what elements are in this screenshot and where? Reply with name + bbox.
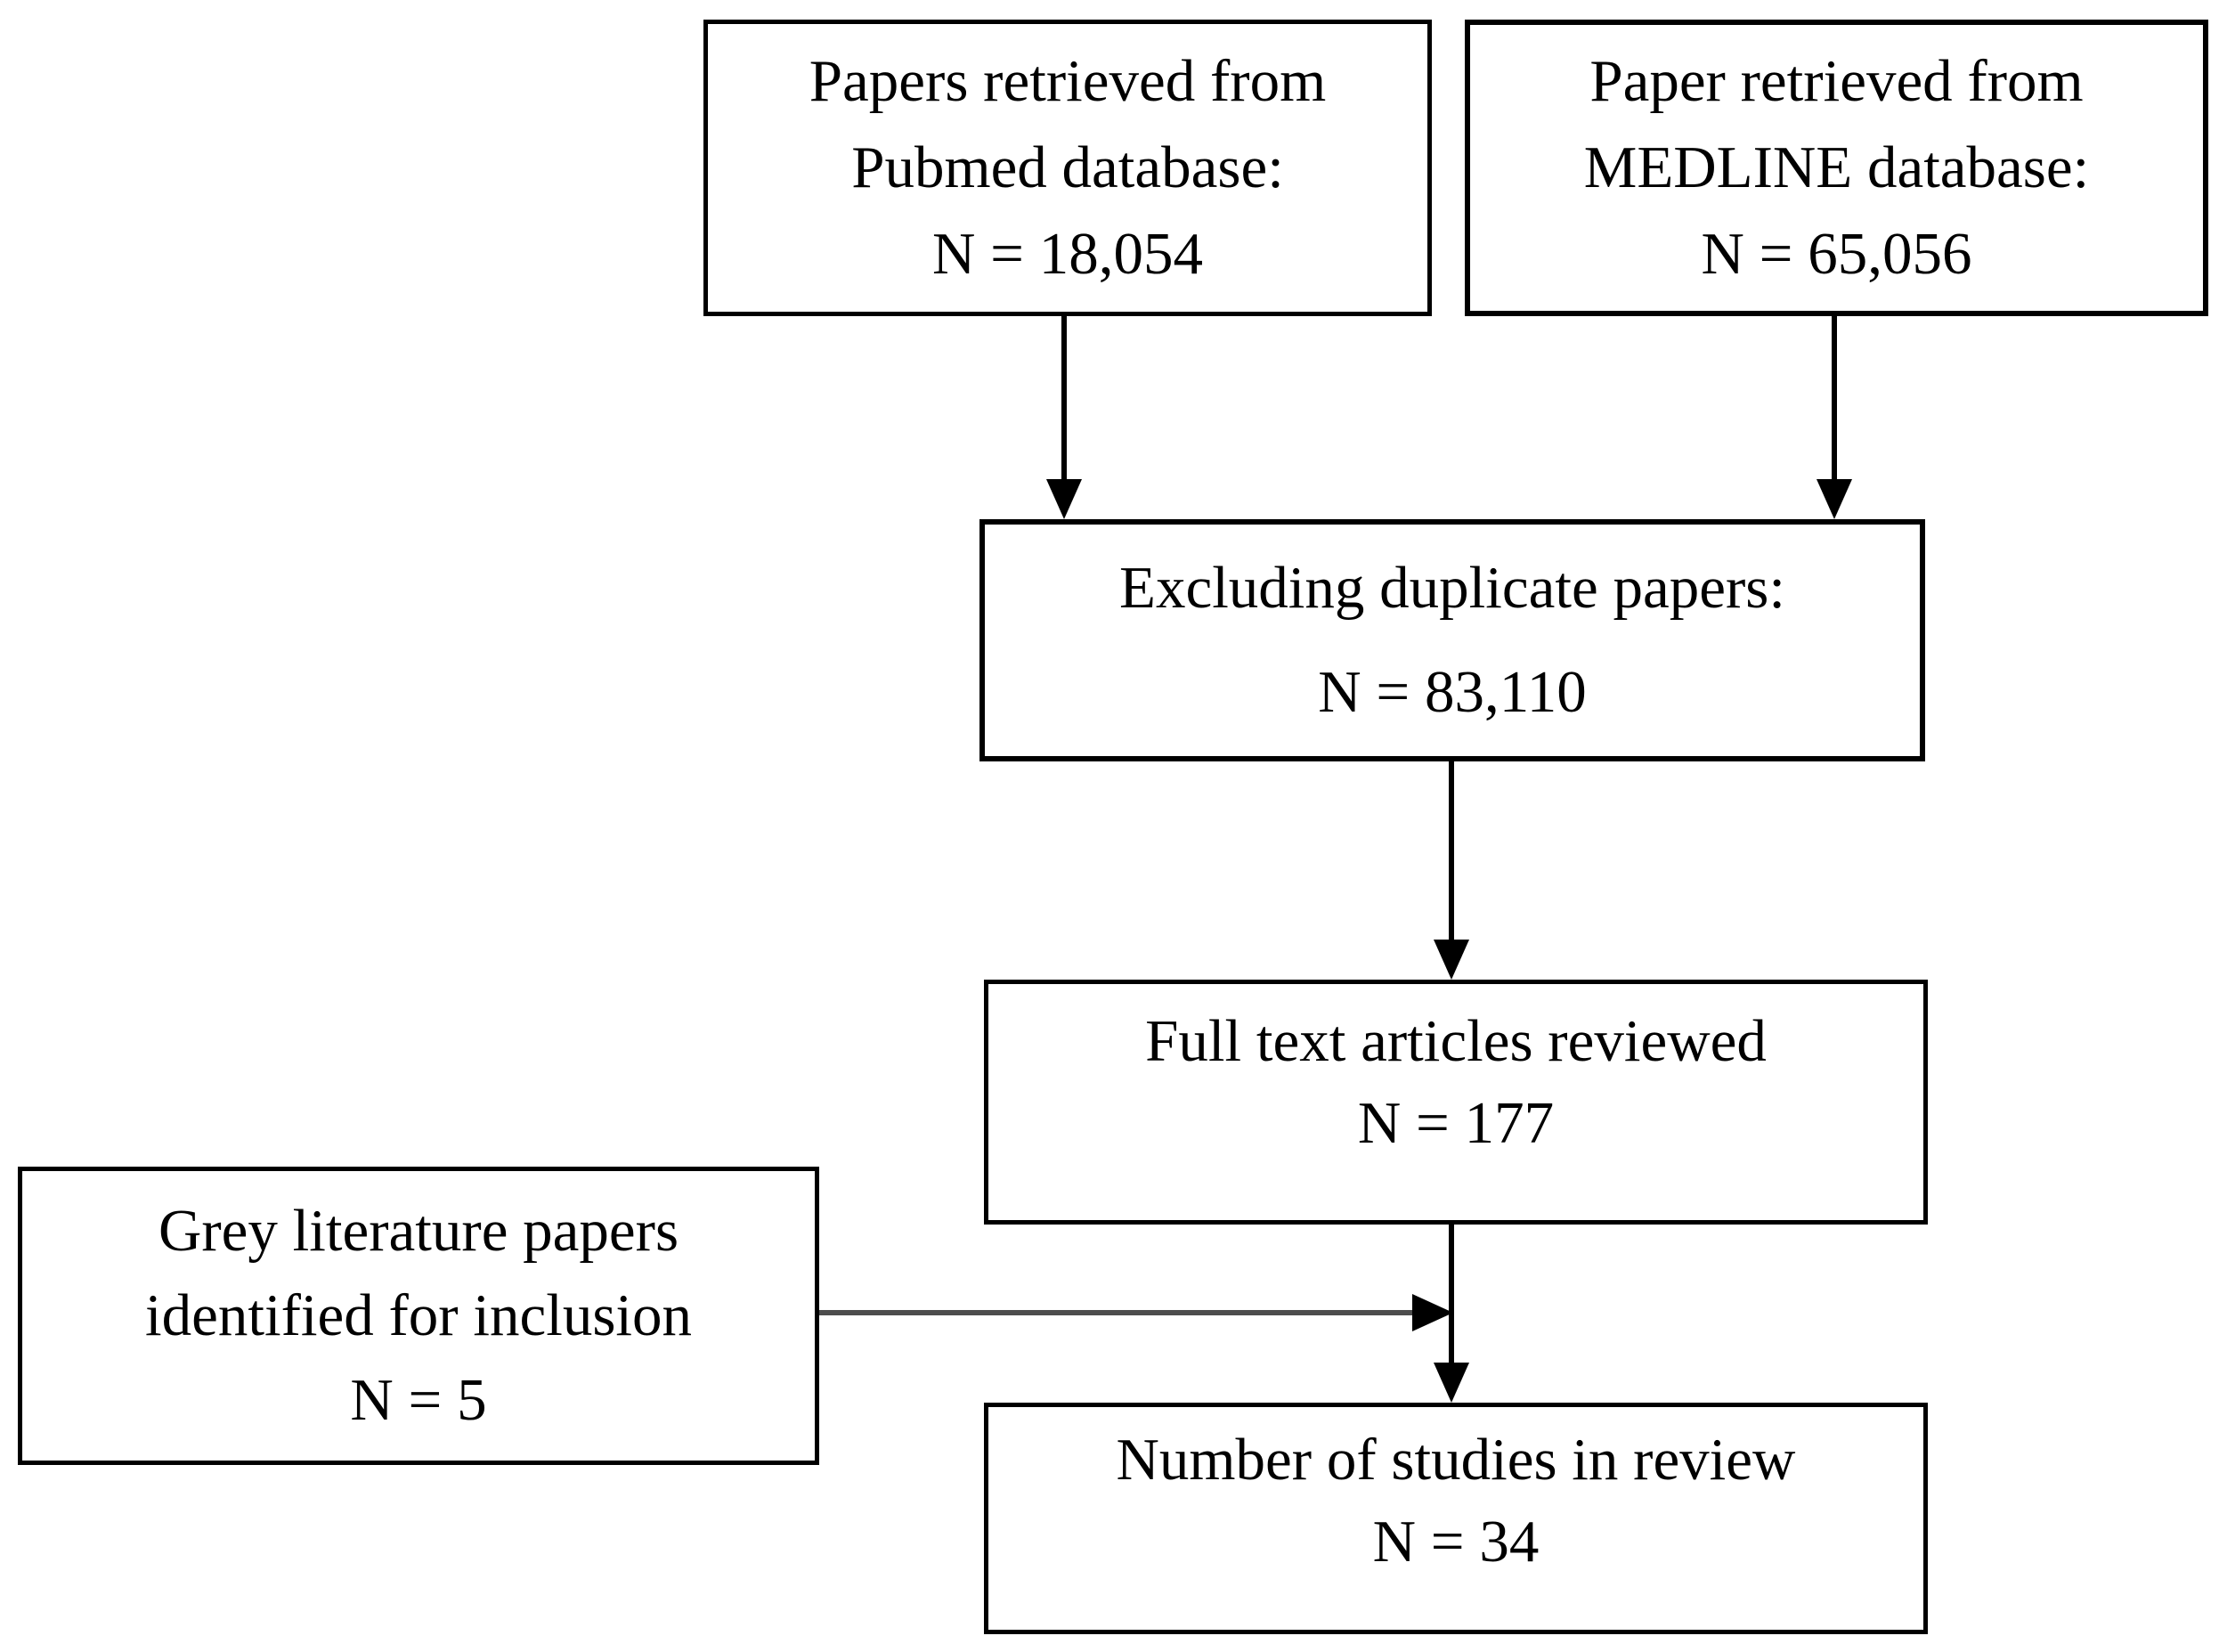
arrow-fulltext-to-included-head-icon xyxy=(1434,1363,1469,1403)
included-box-line1: Number of studies in review xyxy=(1116,1426,1796,1493)
arrow-medline-to-dedup-head-icon xyxy=(1817,479,1852,519)
arrow-grey-to-included-head-icon xyxy=(1412,1294,1453,1331)
dedup-box-line1: Excluding duplicate papers: xyxy=(1119,554,1785,621)
pubmed-source-box: Papers retrieved from Pubmed database: N… xyxy=(703,20,1432,316)
arrow-pubmed-to-dedup-line xyxy=(1061,316,1067,481)
medline-box-count: N = 65,056 xyxy=(1701,221,1972,288)
excluding-duplicates-box: Excluding duplicate papers: N = 83,110 xyxy=(979,519,1925,761)
medline-source-box: Paper retrieved from MEDLINE database: N… xyxy=(1465,20,2208,316)
grey-literature-box: Grey literature papers identified for in… xyxy=(18,1167,819,1465)
pubmed-box-line2: Pubmed database: xyxy=(851,134,1284,200)
medline-box-line2: MEDLINE database: xyxy=(1583,134,2090,200)
fulltext-box-count: N = 177 xyxy=(1357,1090,1555,1156)
arrow-pubmed-to-dedup-head-icon xyxy=(1046,479,1082,519)
fulltext-box-line1: Full text articles reviewed xyxy=(1145,1007,1767,1074)
grey-box-line2: identified for inclusion xyxy=(144,1282,693,1348)
studies-in-review-box: Number of studies in review N = 34 xyxy=(984,1403,1928,1634)
pubmed-box-count: N = 18,054 xyxy=(932,221,1203,288)
arrow-dedup-to-fulltext-line xyxy=(1449,761,1454,941)
dedup-box-count: N = 83,110 xyxy=(1318,659,1587,725)
full-text-reviewed-box: Full text articles reviewed N = 177 xyxy=(984,980,1928,1225)
pubmed-box-line1: Papers retrieved from xyxy=(809,47,1327,114)
grey-box-line1: Grey literature papers xyxy=(158,1197,679,1264)
arrow-dedup-to-fulltext-head-icon xyxy=(1434,940,1469,980)
arrow-medline-to-dedup-line xyxy=(1832,316,1837,481)
included-box-count: N = 34 xyxy=(1372,1509,1540,1575)
arrow-grey-to-included-line xyxy=(819,1310,1414,1315)
grey-box-count: N = 5 xyxy=(350,1367,487,1434)
medline-box-line1: Paper retrieved from xyxy=(1589,47,2084,114)
